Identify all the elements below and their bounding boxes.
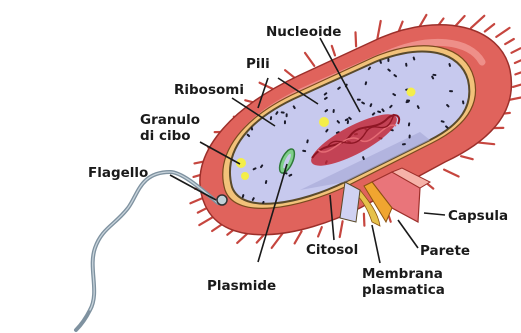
ribosome [243,48,245,52]
pilus [444,170,459,177]
ribosome [357,99,361,101]
ribosome [460,181,463,185]
label-pili: Pili [246,56,270,72]
ribosome [246,81,250,84]
label-ribosomi: Ribosomi [174,82,244,98]
label-parete: Parete [420,243,470,259]
flagellum-base [217,195,227,205]
pilus [496,28,509,37]
ribosome [468,151,472,155]
label-plasmide: Plasmide [207,278,276,294]
flagellum-highlight [90,172,218,310]
pilus [377,21,380,39]
label-nucleoide: Nucleoide [266,24,341,40]
pilus [272,234,283,248]
pilus [515,57,521,63]
pilus [340,221,343,237]
pilus [455,16,464,26]
pilus [471,16,484,28]
pilus [513,84,521,87]
pilus [305,53,314,66]
ribosome [387,58,389,62]
label-granulo-line2: di cibo [140,128,191,144]
ribosome [224,106,227,110]
pilus [461,156,473,159]
pilus [505,39,514,44]
food-granule [241,172,249,180]
ribosome [244,73,246,77]
pilus [318,227,322,236]
ribosome [284,120,286,124]
flagellum [76,172,218,330]
pilus [515,68,521,74]
ribosome [462,179,466,182]
pilus [285,70,294,78]
food-granule [319,117,329,127]
ribosome [307,50,311,53]
label-capsula: Capsula [448,208,508,224]
ribosome [236,108,238,112]
ribosome [284,54,288,58]
ribosome [286,113,288,117]
ribosome [469,188,473,192]
ribosome [229,100,233,104]
pilus [485,24,494,31]
label-flagello: Flagello [88,165,148,181]
ribosome [463,201,467,205]
label-granulo-line1: Granulo [140,112,200,128]
label-membrana-line2: plasmatica [362,282,445,298]
pilus [332,46,335,56]
ribosome [262,44,266,48]
pilus [295,231,302,243]
food-granule [407,88,416,97]
ribosome [310,56,314,59]
ribosome [294,45,297,49]
label-membrana-line1: Membrana [362,266,443,282]
pilus [512,48,521,53]
label-citosol: Citosol [306,242,358,258]
ribosome [298,49,301,53]
pilus [364,214,365,226]
ribosome [259,73,263,75]
pilus [356,32,357,46]
ribosome [449,90,453,92]
